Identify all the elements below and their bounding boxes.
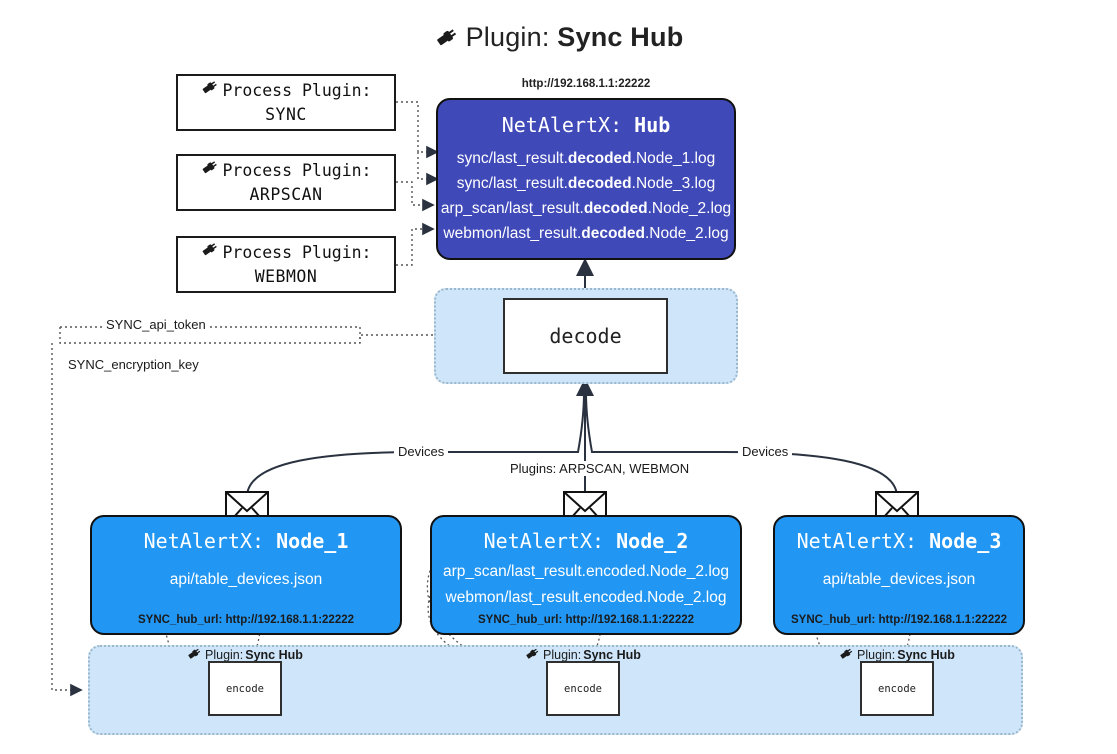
log-mid: decoded bbox=[567, 150, 632, 167]
log-post: .Node_2.log bbox=[647, 200, 732, 217]
edge-label-plugins-center: Plugins: ARPSCAN, WEBMON bbox=[506, 461, 694, 476]
node-data-line: api/table_devices.json bbox=[822, 571, 976, 588]
encode-label: encode bbox=[564, 682, 602, 695]
node-title: NetAlertX: Node_1 bbox=[92, 529, 400, 553]
encoder-caption-name: Sync Hub bbox=[897, 648, 955, 662]
log-post: .Node_3.log bbox=[631, 175, 716, 192]
encode-box-1[interactable]: encode bbox=[208, 661, 282, 716]
process-plugin-label: Process Plugin: bbox=[222, 242, 372, 262]
process-plugin-name: SYNC bbox=[265, 105, 307, 124]
process-plugin-arpscan[interactable]: Process Plugin: ARPSCAN bbox=[176, 154, 396, 211]
encode-box-2[interactable]: encode bbox=[546, 661, 620, 716]
log-pre: sync/last_result. bbox=[456, 175, 568, 192]
plug-icon bbox=[200, 78, 220, 103]
decode-box[interactable]: decode bbox=[503, 298, 668, 374]
encoder-caption-prefix: Plugin: bbox=[857, 648, 896, 662]
node-title: NetAlertX: Node_2 bbox=[432, 529, 740, 553]
node-title-prefix: NetAlertX: bbox=[143, 529, 265, 553]
node-data-line: arp_scan/last_result.encoded.Node_2.log bbox=[442, 563, 730, 580]
edge-label-encryption-key: SYNC_encryption_key bbox=[64, 357, 203, 372]
node-data-line: api/table_devices.json bbox=[169, 571, 323, 588]
log-post: .Node_1.log bbox=[631, 150, 716, 167]
node-footer: SYNC_hub_url: http://192.168.1.1:22222 bbox=[137, 614, 355, 626]
process-plugin-name: WEBMON bbox=[254, 267, 318, 286]
wire-sync-to-log1 bbox=[396, 101, 439, 159]
page-title: Plugin: Sync Hub bbox=[0, 16, 1117, 61]
hub-address: http://192.168.1.1:22222 bbox=[521, 78, 651, 90]
log-pre: arp_scan/last_result. bbox=[440, 200, 584, 217]
hub-log-list: sync/last_result.decoded.Node_1.log sync… bbox=[438, 146, 734, 246]
hub-log-line: sync/last_result.decoded.Node_3.log bbox=[438, 171, 734, 196]
process-plugin-label: Process Plugin: bbox=[222, 160, 372, 180]
hub-title: NetAlertX: Hub bbox=[438, 113, 734, 137]
node-title-name: Node_1 bbox=[276, 529, 349, 553]
node-title-name: Node_2 bbox=[616, 529, 689, 553]
edge-label-devices-right: Devices bbox=[738, 444, 793, 459]
edge-label-api-token: SYNC_api_token bbox=[102, 317, 210, 332]
encoder-caption-3: Plugin: Sync Hub bbox=[838, 646, 955, 664]
hub-title-prefix: NetAlertX: bbox=[501, 113, 623, 137]
plug-icon bbox=[838, 646, 855, 664]
plug-icon bbox=[186, 646, 203, 664]
node-title-prefix: NetAlertX: bbox=[483, 529, 605, 553]
hub-card[interactable]: NetAlertX: Hub sync/last_result.decoded.… bbox=[436, 98, 736, 260]
node-footer: SYNC_hub_url: http://192.168.1.1:22222 bbox=[790, 614, 1008, 626]
wire-node1-devices-to-decode bbox=[246, 391, 585, 498]
node-card-node-3[interactable]: NetAlertX: Node_3 api/table_devices.json… bbox=[773, 515, 1025, 635]
plug-icon bbox=[200, 158, 220, 183]
process-plugin-sync[interactable]: Process Plugin: SYNC bbox=[176, 74, 396, 131]
log-post: .Node_2.log bbox=[644, 225, 729, 242]
process-plugin-name: ARPSCAN bbox=[249, 185, 323, 204]
encoder-caption-prefix: Plugin: bbox=[205, 648, 244, 662]
wire-webmon-to-log4 bbox=[396, 222, 435, 266]
page-title-prefix: Plugin: bbox=[465, 22, 550, 52]
log-pre: sync/last_result. bbox=[456, 150, 568, 167]
encoder-caption-name: Sync Hub bbox=[583, 648, 641, 662]
encoder-caption-name: Sync Hub bbox=[245, 648, 303, 662]
encode-label: encode bbox=[226, 682, 264, 695]
edge-label-devices-left: Devices bbox=[394, 444, 449, 459]
page-title-name: Sync Hub bbox=[557, 22, 684, 52]
log-mid: decoded bbox=[581, 225, 645, 242]
log-mid: decoded bbox=[583, 200, 648, 217]
node-footer: SYNC_hub_url: http://192.168.1.1:22222 bbox=[477, 614, 695, 626]
hub-title-name: Hub bbox=[634, 113, 671, 137]
plug-icon bbox=[524, 646, 541, 664]
encoder-caption-1: Plugin: Sync Hub bbox=[186, 646, 303, 664]
encoder-caption-prefix: Plugin: bbox=[543, 648, 582, 662]
plug-icon bbox=[200, 240, 220, 265]
log-mid: decoded bbox=[567, 175, 632, 192]
wire-arpscan-to-log3 bbox=[396, 181, 435, 212]
node-title-name: Node_3 bbox=[929, 529, 1002, 553]
plug-icon bbox=[434, 19, 460, 61]
wire-sync-to-log2 bbox=[417, 152, 439, 186]
wire-encryption-key-to-encoders bbox=[51, 343, 83, 697]
encode-label: encode bbox=[878, 682, 916, 695]
hub-log-line: webmon/last_result.decoded.Node_2.log bbox=[438, 221, 734, 246]
encoder-caption-2: Plugin: Sync Hub bbox=[524, 646, 641, 664]
node-card-node-1[interactable]: NetAlertX: Node_1 api/table_devices.json… bbox=[90, 515, 402, 635]
node-title-prefix: NetAlertX: bbox=[796, 529, 918, 553]
node-title: NetAlertX: Node_3 bbox=[775, 529, 1023, 553]
decode-label: decode bbox=[549, 324, 622, 348]
node-card-node-2[interactable]: NetAlertX: Node_2 arp_scan/last_result.e… bbox=[430, 515, 742, 635]
log-pre: webmon/last_result. bbox=[443, 225, 582, 242]
hub-log-line: arp_scan/last_result.decoded.Node_2.log bbox=[438, 196, 734, 221]
process-plugin-webmon[interactable]: Process Plugin: WEBMON bbox=[176, 236, 396, 293]
hub-log-line: sync/last_result.decoded.Node_1.log bbox=[438, 146, 734, 171]
node-data-line: webmon/last_result.encoded.Node_2.log bbox=[445, 589, 727, 606]
process-plugin-label: Process Plugin: bbox=[222, 80, 372, 100]
encode-box-3[interactable]: encode bbox=[860, 661, 934, 716]
